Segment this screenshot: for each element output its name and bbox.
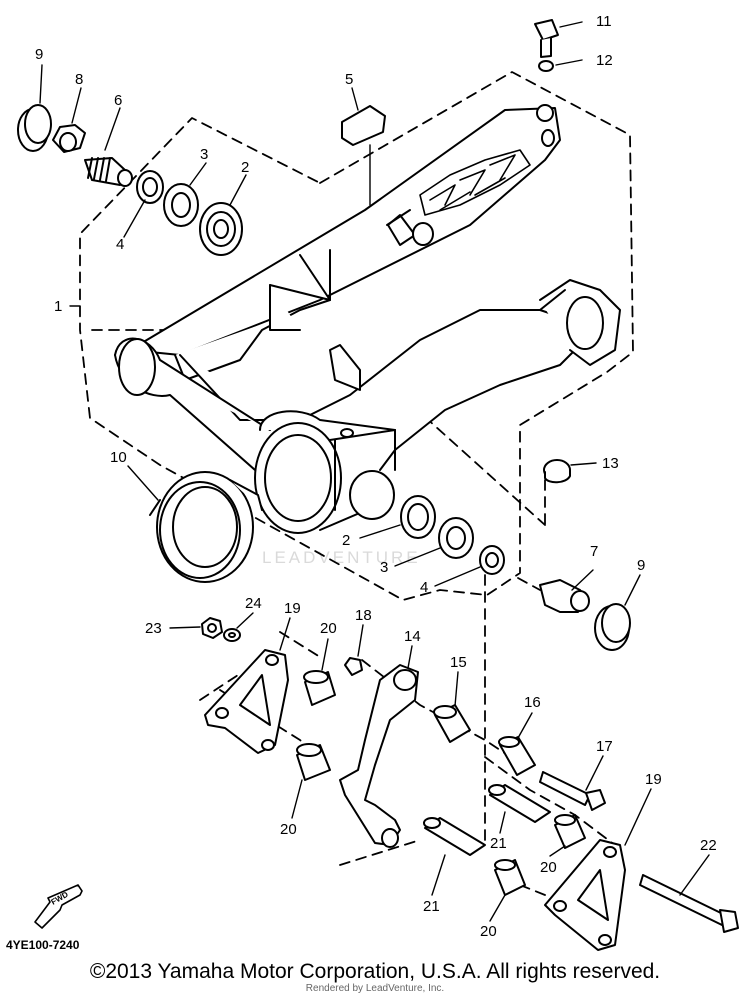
callout-18: 18: [355, 607, 372, 624]
part-20-bushing-d: [494, 859, 526, 896]
callout-14: 14: [404, 628, 421, 645]
part-3-seal-left: [163, 183, 199, 227]
part-20-bushing-c: [554, 814, 586, 849]
part-7-pivot-bolt: [539, 579, 590, 613]
callout-10: 10: [110, 449, 127, 466]
callout-21: 21: [423, 898, 440, 915]
callout-20: 20: [320, 620, 337, 637]
swingarm-lattice: [419, 149, 531, 216]
part-13-cap: [543, 459, 571, 484]
callout-24: 24: [245, 595, 262, 612]
callout-labels: 9 8 6 5 11 12 3 2 4 1 10 13 2 3 4 7 9 23…: [35, 13, 717, 940]
callout-16: 16: [524, 694, 541, 711]
part-9-cap-left: [17, 104, 52, 152]
callout-1: 1: [54, 298, 62, 315]
callout-15: 15: [450, 654, 467, 671]
rendered-by-text: Rendered by LeadVenture, Inc.: [305, 983, 445, 994]
diagram-code: 4YE100-7240: [6, 938, 80, 952]
callout-2: 2: [241, 159, 249, 176]
part-15-bushing: [433, 704, 471, 743]
swingarm: [114, 104, 621, 534]
callout-6: 6: [114, 92, 122, 109]
callout-20: 20: [480, 923, 497, 940]
part-20-bushing-a: [303, 670, 336, 706]
callout-5: 5: [345, 71, 353, 88]
callout-22: 22: [700, 837, 717, 854]
part-6-pivot-shaft: [84, 157, 133, 187]
callout-7: 7: [590, 543, 598, 560]
copyright-text: ©2013 Yamaha Motor Corporation, U.S.A. A…: [89, 960, 661, 983]
part-21-collar-a: [488, 784, 551, 823]
callout-12: 12: [596, 52, 613, 69]
part-17-bolt: [539, 771, 606, 811]
part-3-seal-right: [438, 517, 474, 559]
callout-2: 2: [342, 532, 350, 549]
callout-20: 20: [540, 859, 557, 876]
callout-8: 8: [75, 71, 83, 88]
callout-9: 9: [637, 557, 645, 574]
part-16-collar: [498, 736, 536, 776]
callout-13: 13: [602, 455, 619, 472]
watermark-text: LEADVENTURE: [262, 548, 421, 567]
callout-17: 17: [596, 738, 613, 755]
callout-9: 9: [35, 46, 43, 63]
callout-23: 23: [145, 620, 162, 637]
part-21-collar-b: [423, 817, 486, 856]
callout-21: 21: [490, 835, 507, 852]
part-22-bolt: [639, 874, 739, 933]
part-4-collar-left: [136, 170, 164, 204]
part-9-cap-right: [594, 603, 631, 651]
part-19-arm-left: [204, 649, 289, 754]
part-2-bearing-right: [400, 495, 436, 539]
callout-19: 19: [284, 600, 301, 617]
callout-11: 11: [596, 13, 612, 30]
part-23-nut: [201, 617, 223, 639]
callout-4: 4: [116, 236, 124, 253]
part-20-bushing-b: [296, 743, 331, 781]
callout-4: 4: [420, 579, 428, 596]
part-2-bearing-left: [199, 202, 243, 256]
part-14-relay-arm: [339, 664, 419, 848]
fwd-arrow-icon: FWD: [34, 884, 83, 929]
part-5-protector: [341, 105, 386, 146]
callout-3: 3: [200, 146, 208, 163]
part-4-collar-right: [479, 545, 505, 575]
callout-3: 3: [380, 559, 388, 576]
part-12-washer: [538, 60, 554, 72]
callout-20: 20: [280, 821, 297, 838]
part-10-cover: [149, 471, 263, 583]
part-8-nut: [52, 124, 86, 153]
part-11-bolt: [534, 19, 559, 58]
part-24-washer: [223, 628, 241, 642]
part-19-arm-right: [544, 839, 626, 951]
part-18-fitting: [344, 657, 363, 676]
leader-lines: [39, 21, 710, 922]
callout-19: 19: [645, 771, 662, 788]
